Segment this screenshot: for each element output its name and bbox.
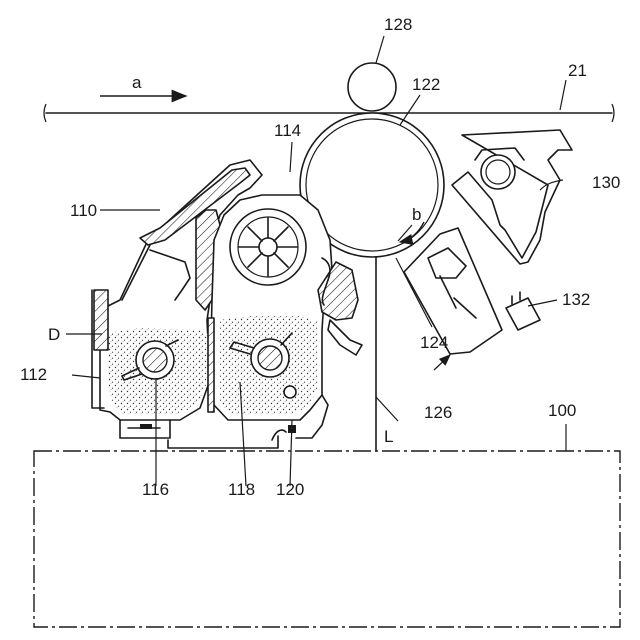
label-112: 112 (20, 365, 47, 384)
label-124: 124 (420, 333, 448, 352)
label-132: 132 (562, 290, 590, 309)
label-110: 110 (70, 201, 97, 220)
label-b: b (412, 205, 421, 224)
label-21: 21 (568, 61, 587, 80)
charger-130 (452, 130, 572, 264)
transfer-unit-126 (404, 228, 502, 354)
label-D: D (48, 325, 60, 344)
exposure-132 (506, 292, 540, 330)
base-frame-100 (34, 451, 620, 627)
label-118: 118 (228, 480, 255, 499)
label-126: 126 (424, 403, 452, 422)
label-130: 130 (592, 173, 620, 192)
label-114: 114 (274, 121, 301, 140)
label-100: 100 (548, 401, 576, 420)
label-122: 122 (412, 75, 440, 94)
label-128: 128 (384, 15, 412, 34)
label-120: 120 (276, 480, 304, 499)
developer-sleeve-114 (230, 209, 306, 285)
label-116: 116 (142, 480, 169, 499)
roller-128 (348, 63, 396, 111)
label-a: a (132, 73, 142, 92)
label-L: L (384, 427, 393, 446)
